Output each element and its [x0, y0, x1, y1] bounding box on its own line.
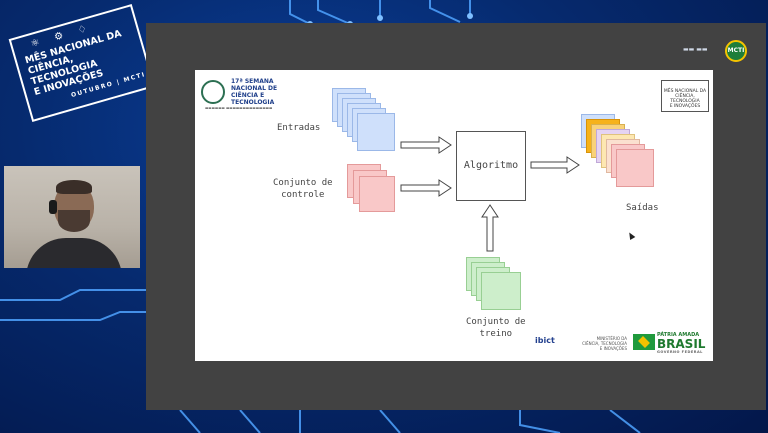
- mcti-logo: ▬▬ ▬▬ MCTI: [683, 40, 747, 64]
- presenter-beard: [58, 210, 90, 232]
- mouse-cursor-icon: [626, 230, 636, 241]
- label-saidas: Saídas: [626, 203, 659, 213]
- semana-logo-icon: [201, 80, 225, 104]
- label-entradas: Entradas: [277, 123, 321, 133]
- arrow-up-to-algorithm: [481, 204, 499, 252]
- semana-logo-text: 17ª SEMANA NACIONAL DE CIÊNCIA E TECNOLO…: [231, 78, 278, 106]
- ministerio-logo: MINISTÉRIO DA CIÊNCIA, TECNOLOGIA E INOV…: [582, 336, 627, 351]
- control-square: [359, 176, 395, 212]
- headphone-icon: [49, 200, 57, 214]
- semana-logo-subtitle: ▬▬▬▬▬▬ ▬▬▬▬▬▬▬▬▬▬▬▬▬▬: [205, 106, 273, 110]
- label-conjunto-controle: Conjunto de controle: [273, 178, 333, 200]
- label-conjunto-treino: Conjunto de treino: [466, 317, 526, 339]
- presenter-body: [26, 238, 122, 268]
- label-algoritmo: Algoritmo: [463, 160, 519, 171]
- output-square: [616, 149, 654, 187]
- arrow-to-outputs: [530, 156, 580, 174]
- footer-logos: ibict MINISTÉRIO DA CIÊNCIA, TECNOLOGIA …: [535, 332, 711, 356]
- input-square: [357, 113, 395, 151]
- mcti-logo-mark: MCTI: [725, 40, 747, 62]
- webcam-feed: [4, 166, 140, 268]
- governo-federal-logo: PÁTRIA AMADA BRASIL GOVERNO FEDERAL: [657, 332, 706, 354]
- ibict-logo: ibict: [535, 336, 555, 345]
- training-square: [481, 272, 521, 310]
- mcti-logo-caption: ▬▬ ▬▬: [683, 46, 708, 53]
- brazil-flag-icon: [633, 334, 655, 350]
- presenter-hair: [56, 180, 92, 194]
- semana-nacional-logo: 17ª SEMANA NACIONAL DE CIÊNCIA E TECNOLO…: [199, 76, 279, 112]
- arrow-right-icon: [400, 179, 452, 197]
- arrow-up-icon: [481, 204, 499, 252]
- algorithm-box: Algoritmo: [456, 131, 526, 201]
- arrow-right-icon: [400, 136, 452, 154]
- arrow-right-icon: [530, 156, 580, 174]
- arrows-to-algorithm: [400, 136, 452, 197]
- slide-event-badge: MÊS NACIONAL DA CIÊNCIA, TECNOLOGIA E IN…: [661, 80, 709, 112]
- slide: 17ª SEMANA NACIONAL DE CIÊNCIA E TECNOLO…: [195, 70, 713, 361]
